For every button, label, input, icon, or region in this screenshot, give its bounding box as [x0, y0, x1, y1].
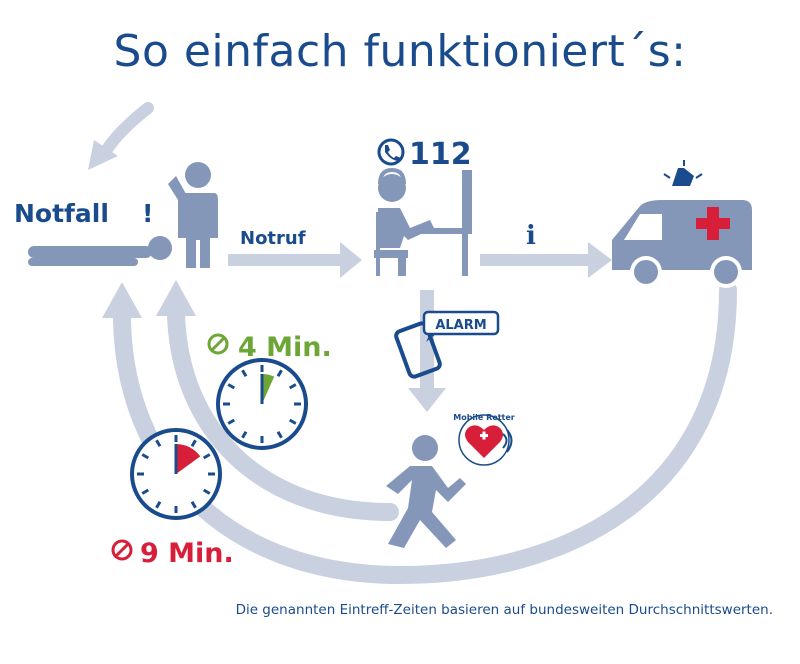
call-label: Notruf [240, 228, 306, 249]
arrowhead-top [88, 140, 118, 170]
emergency-mark: ! [142, 199, 153, 228]
arrow-call-shaft [228, 254, 348, 266]
no-symbol-icon [207, 333, 229, 355]
stopwatch-icon [130, 428, 222, 520]
arrow-info-head [588, 242, 612, 278]
alarm-label: ALARM [435, 318, 486, 333]
ambulance-icon [612, 160, 752, 288]
arc-arrowheads [88, 140, 196, 318]
heart-badge-icon [458, 414, 513, 466]
arrow-call-head [340, 242, 362, 278]
dispatcher-icon [374, 167, 472, 276]
runner-icon [386, 435, 466, 548]
no-symbol-icon [111, 539, 133, 561]
arrow-down-head [408, 388, 446, 412]
info-label: i [526, 221, 536, 251]
lying-person-icon [28, 236, 172, 266]
app-badge-label: Mobile Retter [453, 413, 515, 422]
phone-number: 112 [409, 137, 472, 172]
arrow-info-shaft [480, 254, 592, 266]
caller-person-icon [168, 162, 218, 268]
stopwatch-icon [216, 358, 308, 450]
footnote: Die genannten Eintreff-Zeiten basieren a… [235, 602, 773, 618]
arrowhead-inner [156, 280, 196, 316]
flow-arrows [228, 242, 612, 412]
page-title: So einfach funktioniert´s: [113, 26, 687, 77]
phone-icon [377, 138, 405, 166]
emergency-label: Notfall [14, 199, 109, 228]
time-slow-label: 9 Min. [140, 538, 234, 569]
smartphone-icon [394, 310, 500, 379]
time-fast-label: 4 Min. [238, 332, 332, 363]
arrowhead-outer [102, 282, 142, 318]
arc-inner [167, 306, 399, 521]
arc-top-return [102, 102, 154, 154]
